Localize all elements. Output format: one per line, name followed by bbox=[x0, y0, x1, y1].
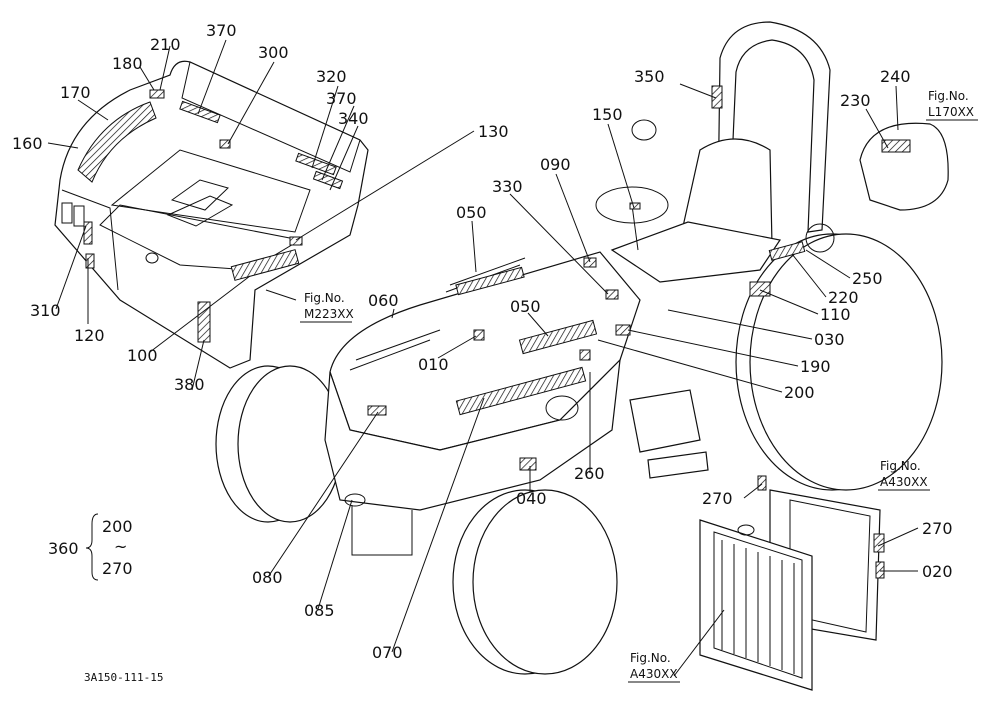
range-to: 270 bbox=[102, 559, 133, 578]
leader-c330 bbox=[509, 193, 609, 295]
callout-190: 190 bbox=[800, 357, 831, 376]
callout-370-right: 370 bbox=[326, 89, 357, 108]
figref-a430-bottom-label: Fig.No. bbox=[630, 651, 671, 665]
leader-c170 bbox=[77, 99, 109, 121]
leader-c085 bbox=[317, 499, 353, 610]
leader-c320 bbox=[311, 85, 339, 169]
figref-a430-bottom-code: A430XX bbox=[630, 667, 678, 681]
callout-080: 080 bbox=[252, 568, 283, 587]
callout-300: 300 bbox=[258, 43, 289, 62]
callout-050-hood: 050 bbox=[456, 203, 487, 222]
callout-040: 040 bbox=[516, 489, 547, 508]
figref-l170-code: L170XX bbox=[928, 105, 974, 119]
range-total: 360 bbox=[48, 539, 79, 558]
leader-c160 bbox=[47, 142, 79, 149]
figref-a430-top-label: Fig.No. bbox=[880, 459, 921, 473]
leader-c220 bbox=[791, 253, 827, 298]
leader-c090 bbox=[555, 173, 591, 263]
tractor-body bbox=[215, 21, 949, 675]
callout-160: 160 bbox=[12, 134, 43, 153]
figref-l170-label: Fig.No. bbox=[928, 89, 969, 103]
leader-c210 bbox=[159, 45, 171, 91]
fender-assembly bbox=[54, 60, 369, 369]
leader-c050a bbox=[471, 220, 477, 273]
callout-270-radiator: 270 bbox=[702, 489, 733, 508]
leader-c230 bbox=[865, 108, 889, 149]
leader-c370a bbox=[197, 39, 227, 115]
figref-a430-top-code: A430XX bbox=[880, 475, 928, 489]
callout-320: 320 bbox=[316, 67, 347, 86]
callout-130: 130 bbox=[478, 122, 509, 141]
callout-110: 110 bbox=[820, 305, 851, 324]
callout-070: 070 bbox=[372, 643, 403, 662]
callout-310: 310 bbox=[30, 301, 61, 320]
callout-350: 350 bbox=[634, 67, 665, 86]
leader-c060 bbox=[391, 308, 395, 319]
callout-010: 010 bbox=[418, 355, 449, 374]
callout-020: 020 bbox=[922, 562, 953, 581]
leader-c130 bbox=[295, 130, 475, 241]
hood-vent-row bbox=[349, 257, 526, 371]
callout-340: 340 bbox=[338, 109, 369, 128]
leader-c030 bbox=[667, 309, 813, 340]
leader-c250 bbox=[805, 249, 851, 279]
leader-c180 bbox=[139, 66, 155, 91]
callout-150: 150 bbox=[592, 105, 623, 124]
leader-c270b bbox=[877, 527, 919, 547]
leader-f_m223 bbox=[265, 289, 297, 301]
callout-370-top: 370 bbox=[206, 21, 237, 40]
drawing-code: 3A150-111-15 bbox=[84, 671, 163, 684]
leader-c380 bbox=[191, 339, 205, 391]
callout-330: 330 bbox=[492, 177, 523, 196]
figref-m223-code: M223XX bbox=[304, 307, 354, 321]
leader-c370b bbox=[321, 105, 355, 181]
leader-lines bbox=[47, 39, 919, 677]
leader-c070 bbox=[391, 397, 485, 653]
callout-260: 260 bbox=[574, 464, 605, 483]
leader-c310 bbox=[55, 225, 87, 310]
figure-refs: Fig.No. M223XX Fig.No. L170XX Fig.No. A4… bbox=[300, 89, 978, 683]
figref-m223-label: Fig.No. bbox=[304, 291, 345, 305]
leader-c270a bbox=[743, 483, 763, 499]
callout-100: 100 bbox=[127, 346, 158, 365]
range-tilde: ~ bbox=[114, 537, 127, 556]
callout-200: 200 bbox=[784, 383, 815, 402]
callout-030: 030 bbox=[814, 330, 845, 349]
callout-050-side: 050 bbox=[510, 297, 541, 316]
callout-060: 060 bbox=[368, 291, 399, 310]
range-from: 200 bbox=[102, 517, 133, 536]
leader-c050b bbox=[527, 312, 549, 337]
leader-c010 bbox=[437, 335, 477, 359]
leader-c350 bbox=[679, 83, 717, 99]
leader-c100 bbox=[149, 275, 251, 353]
callout-170: 170 bbox=[60, 83, 91, 102]
leader-c300 bbox=[227, 61, 275, 145]
leader-f_a430b bbox=[673, 609, 725, 677]
callout-220: 220 bbox=[828, 288, 859, 307]
leader-c150 bbox=[607, 123, 635, 209]
leader-c110 bbox=[759, 289, 819, 315]
callout-labels: 010 020 030 040 050 050 060 070 080 085 … bbox=[12, 21, 953, 662]
callout-180: 180 bbox=[112, 54, 143, 73]
callout-120: 120 bbox=[74, 326, 105, 345]
callout-240: 240 bbox=[880, 67, 911, 86]
leader-c200 bbox=[597, 339, 783, 393]
leader-c190 bbox=[627, 329, 799, 367]
leader-c340 bbox=[329, 125, 359, 191]
radiator-assembly bbox=[699, 475, 885, 691]
callout-250: 250 bbox=[852, 269, 883, 288]
callout-085: 085 bbox=[304, 601, 335, 620]
callout-380: 380 bbox=[174, 375, 205, 394]
range-note: 360 200 ~ 270 bbox=[48, 513, 133, 581]
leader-c080 bbox=[267, 411, 379, 578]
callout-230: 230 bbox=[840, 91, 871, 110]
callout-270-side: 270 bbox=[922, 519, 953, 538]
callout-210: 210 bbox=[150, 35, 181, 54]
callout-090: 090 bbox=[540, 155, 571, 174]
leader-c240 bbox=[895, 85, 899, 131]
